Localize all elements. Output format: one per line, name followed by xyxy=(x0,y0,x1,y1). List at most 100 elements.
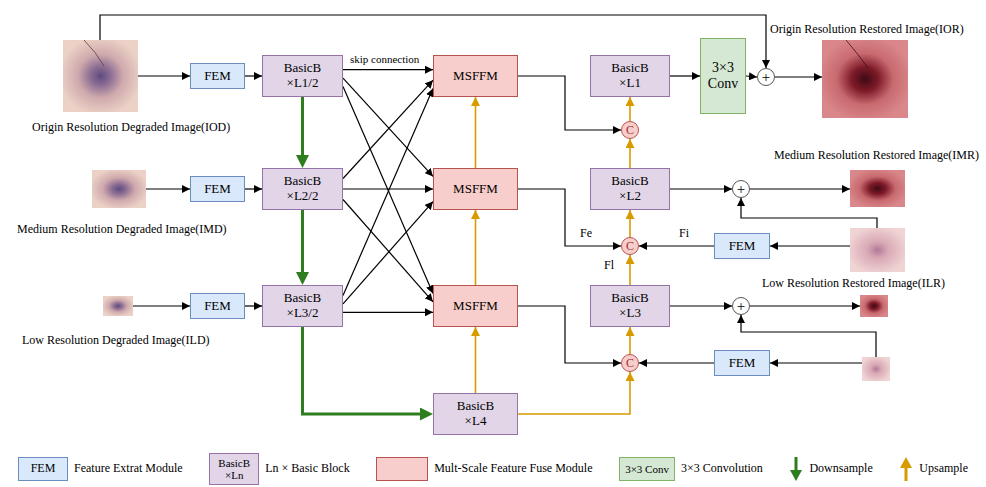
legend-item: 3×3 Conv3×3 Convolution xyxy=(619,457,763,481)
legend-item: Mult-Scale Feature Fuse Module xyxy=(376,457,592,481)
node-text: MSFFM xyxy=(453,182,498,197)
add-circle: + xyxy=(757,68,775,86)
legend-swatch xyxy=(376,457,428,481)
input-arrow xyxy=(770,245,850,246)
node-text: + xyxy=(737,299,745,314)
input-arrow xyxy=(133,305,190,306)
concat-circle: C xyxy=(621,354,639,372)
connector-arrow xyxy=(629,210,631,237)
node-text: BasicB ×L3/2 xyxy=(277,291,329,321)
concat-circle: C xyxy=(621,237,639,255)
input-arrow xyxy=(770,362,862,363)
connector-arrow xyxy=(301,210,304,279)
connector-arrow xyxy=(518,372,630,414)
feature-extract-box: FEM xyxy=(714,350,770,376)
legend-sample-text: FEM xyxy=(31,462,56,475)
connector-arrow xyxy=(670,305,732,306)
connector-arrow xyxy=(639,362,714,363)
node-text: FEM xyxy=(729,356,756,371)
arrow-shaft xyxy=(905,467,908,481)
node-text: FEM xyxy=(204,69,231,84)
output-arrow xyxy=(750,188,850,189)
node-text: + xyxy=(737,182,745,197)
connector-arrow xyxy=(343,89,433,296)
feature-extract-box: FEM xyxy=(190,293,245,319)
connector-arrow xyxy=(343,78,433,176)
fusion-module-box: MSFFM xyxy=(433,55,518,97)
connection-label: skip connection xyxy=(350,53,419,66)
feature-symbol: Fi xyxy=(679,226,689,240)
connector-arrow xyxy=(343,200,433,302)
connector-arrow xyxy=(670,188,732,189)
arrow-shaft xyxy=(795,457,798,471)
node-text: C xyxy=(626,124,634,136)
connector-arrow xyxy=(343,202,433,304)
feature-extract-box: FEM xyxy=(714,233,770,259)
node-text: BasicB ×L1/2 xyxy=(277,61,329,91)
node-text: C xyxy=(626,357,634,369)
node-text: MSFFM xyxy=(453,299,498,314)
arrow-head xyxy=(900,457,912,468)
basic-block-box: BasicB ×L1/2 xyxy=(262,55,343,97)
legend-arrow-sample xyxy=(789,455,803,483)
connector-arrow xyxy=(343,87,433,294)
legend-sample-text: BasicB ×Ln xyxy=(213,457,255,481)
degraded-image xyxy=(63,40,138,112)
hair-line xyxy=(84,40,104,66)
connector-arrow xyxy=(343,80,433,178)
output-arrow xyxy=(775,76,822,77)
connector-arrow xyxy=(303,327,428,414)
input-image xyxy=(862,357,890,381)
input-arrow xyxy=(138,75,190,76)
basic-block-box: BasicB ×L3/2 xyxy=(262,285,343,327)
legend-swatch: 3×3 Conv xyxy=(619,457,675,481)
legend-arrow-sample xyxy=(899,455,913,483)
fusion-module-box: MSFFM xyxy=(433,168,518,210)
conv-box: 3×3 Conv xyxy=(700,38,746,114)
basic-block-box: BasicB ×L3 xyxy=(590,285,670,327)
legend-swatch: BasicB ×Ln xyxy=(209,453,259,485)
feature-extract-box: FEM xyxy=(190,176,245,202)
connector-arrow xyxy=(343,69,433,70)
degraded-image xyxy=(103,296,133,316)
connector-arrow xyxy=(639,245,714,246)
connector-arrow xyxy=(475,97,477,168)
image-caption: Low Resolution Degraded Image(ILD) xyxy=(22,333,210,347)
node-text: FEM xyxy=(204,299,231,314)
node-text: BasicB ×L2 xyxy=(604,174,656,204)
node-text: MSFFM xyxy=(453,69,498,84)
legend-swatch: FEM xyxy=(18,457,68,481)
degraded-image xyxy=(92,170,146,208)
node-text: C xyxy=(626,240,634,252)
image-caption: Medium Resolution Restored Image(IMR) xyxy=(774,148,979,162)
legend-text: Mult-Scale Feature Fuse Module xyxy=(434,462,592,476)
node-text: FEM xyxy=(204,182,231,197)
add-circle: + xyxy=(732,180,750,198)
connector-arrow xyxy=(629,255,631,285)
legend-item: Downsample xyxy=(789,455,872,483)
legend-item: BasicB ×LnLn × Basic Block xyxy=(209,453,349,485)
arrow-head xyxy=(790,470,802,481)
node-text: BasicB ×L4 xyxy=(450,399,502,429)
image-caption: Low Resolution Restored Image(ILR) xyxy=(762,276,945,290)
legend-text: Feature Extrat Module xyxy=(74,462,183,476)
feature-symbol: Fe xyxy=(580,226,592,240)
legend-sample-text: 3×3 Conv xyxy=(625,463,669,475)
connector-arrow xyxy=(245,75,262,76)
image-caption: Origin Resolution Degraded Image(IOD) xyxy=(32,120,230,134)
restored-image xyxy=(860,295,888,317)
residual-line xyxy=(741,198,877,228)
connector-arrow xyxy=(629,97,631,121)
node-text: BasicB ×L3 xyxy=(604,291,656,321)
node-text: BasicB ×L1 xyxy=(604,61,656,91)
node-text: + xyxy=(762,70,770,85)
connector-arrow xyxy=(343,188,433,189)
connector-arrow xyxy=(746,76,757,77)
basic-block-box: BasicB ×L2 xyxy=(590,168,670,210)
basic-block-box: BasicB ×L2/2 xyxy=(262,168,343,210)
connector-arrow xyxy=(245,305,262,306)
legend: FEM Feature Extrat Module BasicB ×LnLn × B… xyxy=(18,452,968,486)
node-text: 3×3 Conv xyxy=(706,60,740,92)
restored-image xyxy=(822,40,908,118)
